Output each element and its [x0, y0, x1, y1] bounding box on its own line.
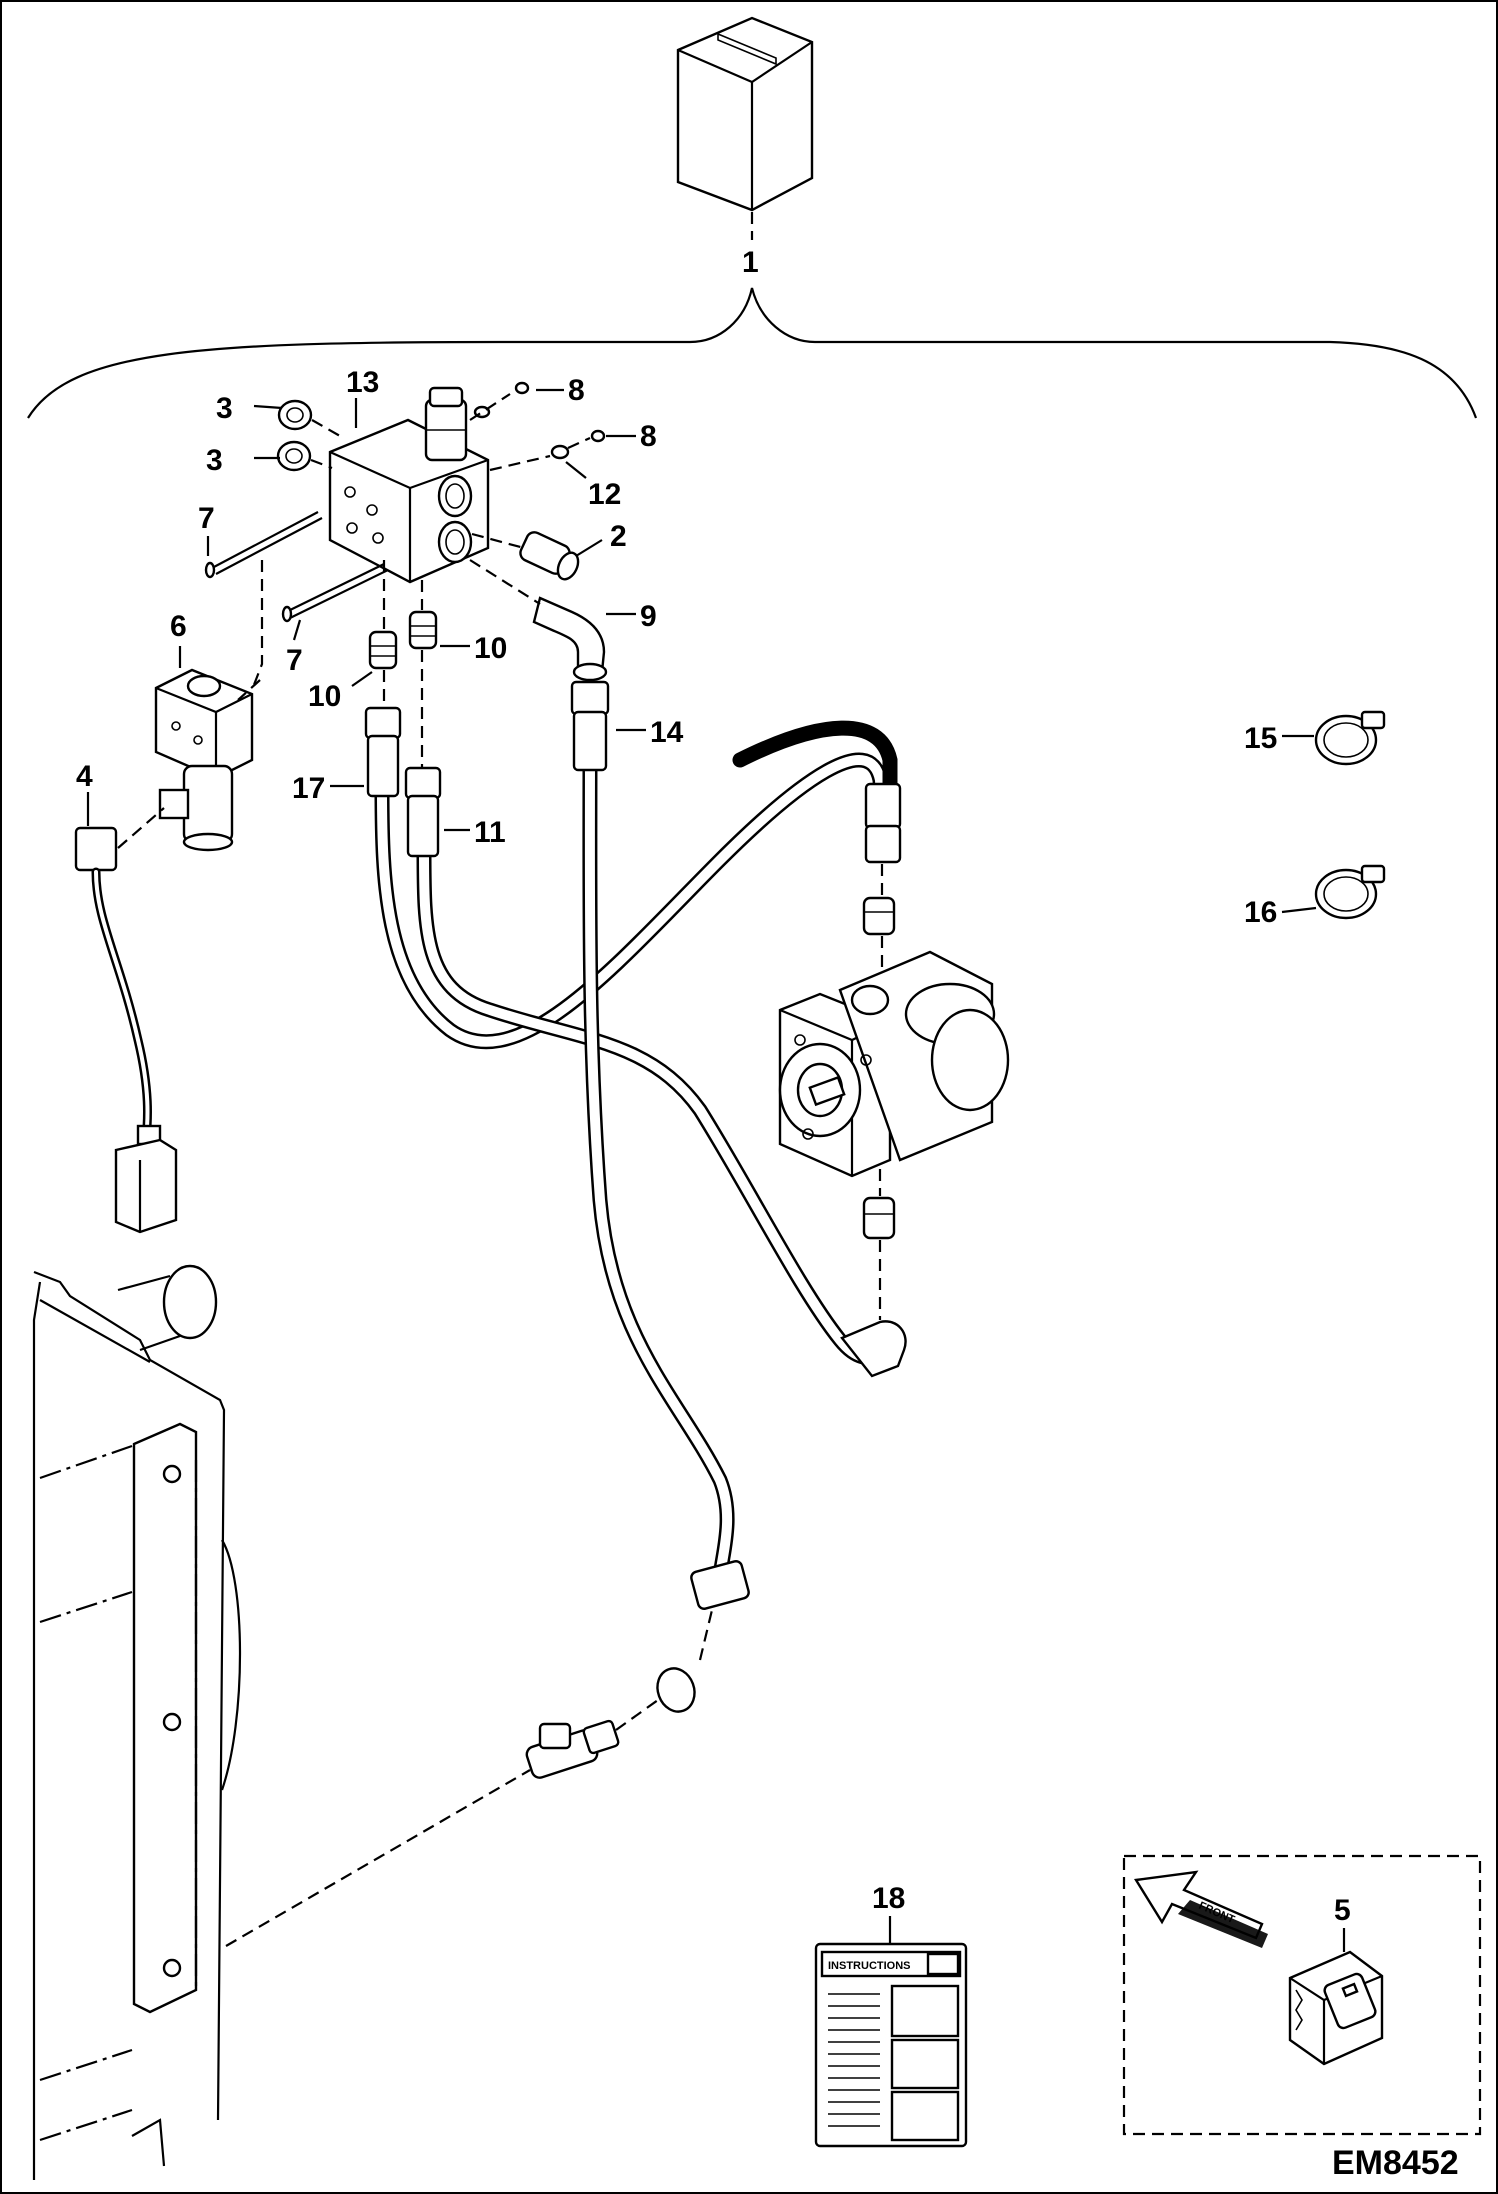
hose-assemblies [374, 720, 898, 1588]
valve-block-icon [328, 386, 490, 584]
hose-clamp-icon [1314, 710, 1386, 920]
callout-7: 7 [286, 644, 303, 677]
callout-16: 16 [1244, 896, 1277, 929]
adapter-fitting-icon [368, 610, 438, 670]
callout-13: 13 [346, 366, 379, 399]
callout-5: 5 [1334, 1894, 1351, 1927]
callout-15: 15 [1244, 722, 1277, 755]
switch-detail-box [1122, 1854, 1482, 2136]
figure-code: EM8452 [1332, 2144, 1459, 2182]
front-arrow-icon: FRONT [1134, 1870, 1268, 1948]
elbow-fitting-icon [532, 596, 608, 682]
kit-box-icon [676, 16, 814, 212]
callout-8: 8 [568, 374, 585, 407]
kit-brace [27, 287, 1478, 419]
oil-cooler-icon [32, 1264, 242, 2180]
callout-8: 8 [640, 420, 657, 453]
hose-fitting-icon [364, 680, 902, 1610]
instruction-card-title: INSTRUCTIONS [828, 1960, 911, 1972]
hydraulic-motor-icon [778, 950, 1010, 1178]
connector-icon [74, 826, 178, 1234]
callout-6: 6 [170, 610, 187, 643]
tee-fitting-icon [525, 1667, 696, 1779]
callout-4: 4 [76, 760, 93, 793]
callout-10: 10 [308, 680, 341, 713]
callout-17: 17 [292, 772, 325, 805]
callout-leaders [86, 388, 1346, 1952]
instruction-card-icon: INSTRUCTIONS [814, 1942, 968, 2148]
callout-2: 2 [610, 520, 627, 553]
straight-fitting-icon [519, 531, 580, 581]
callout-12: 12 [588, 478, 621, 511]
bolt-icon [204, 511, 389, 623]
callout-3: 3 [216, 392, 233, 425]
callout-3: 3 [206, 444, 223, 477]
motor-fitting-icon [840, 896, 907, 1378]
callout-10: 10 [474, 632, 507, 665]
callout-11: 11 [474, 816, 506, 849]
solenoid-valve-icon [154, 668, 254, 852]
plug-icon [276, 399, 313, 472]
callout-7: 7 [198, 502, 215, 535]
callout-18: 18 [872, 1882, 905, 1915]
callout-1: 1 [742, 246, 759, 279]
callout-9: 9 [640, 600, 657, 633]
callout-labels: 1 2 3 3 4 5 6 7 7 8 8 9 10 10 11 12 13 1… [76, 246, 1351, 1927]
rocker-switch-icon [1288, 1950, 1384, 2066]
callout-14: 14 [650, 716, 684, 749]
